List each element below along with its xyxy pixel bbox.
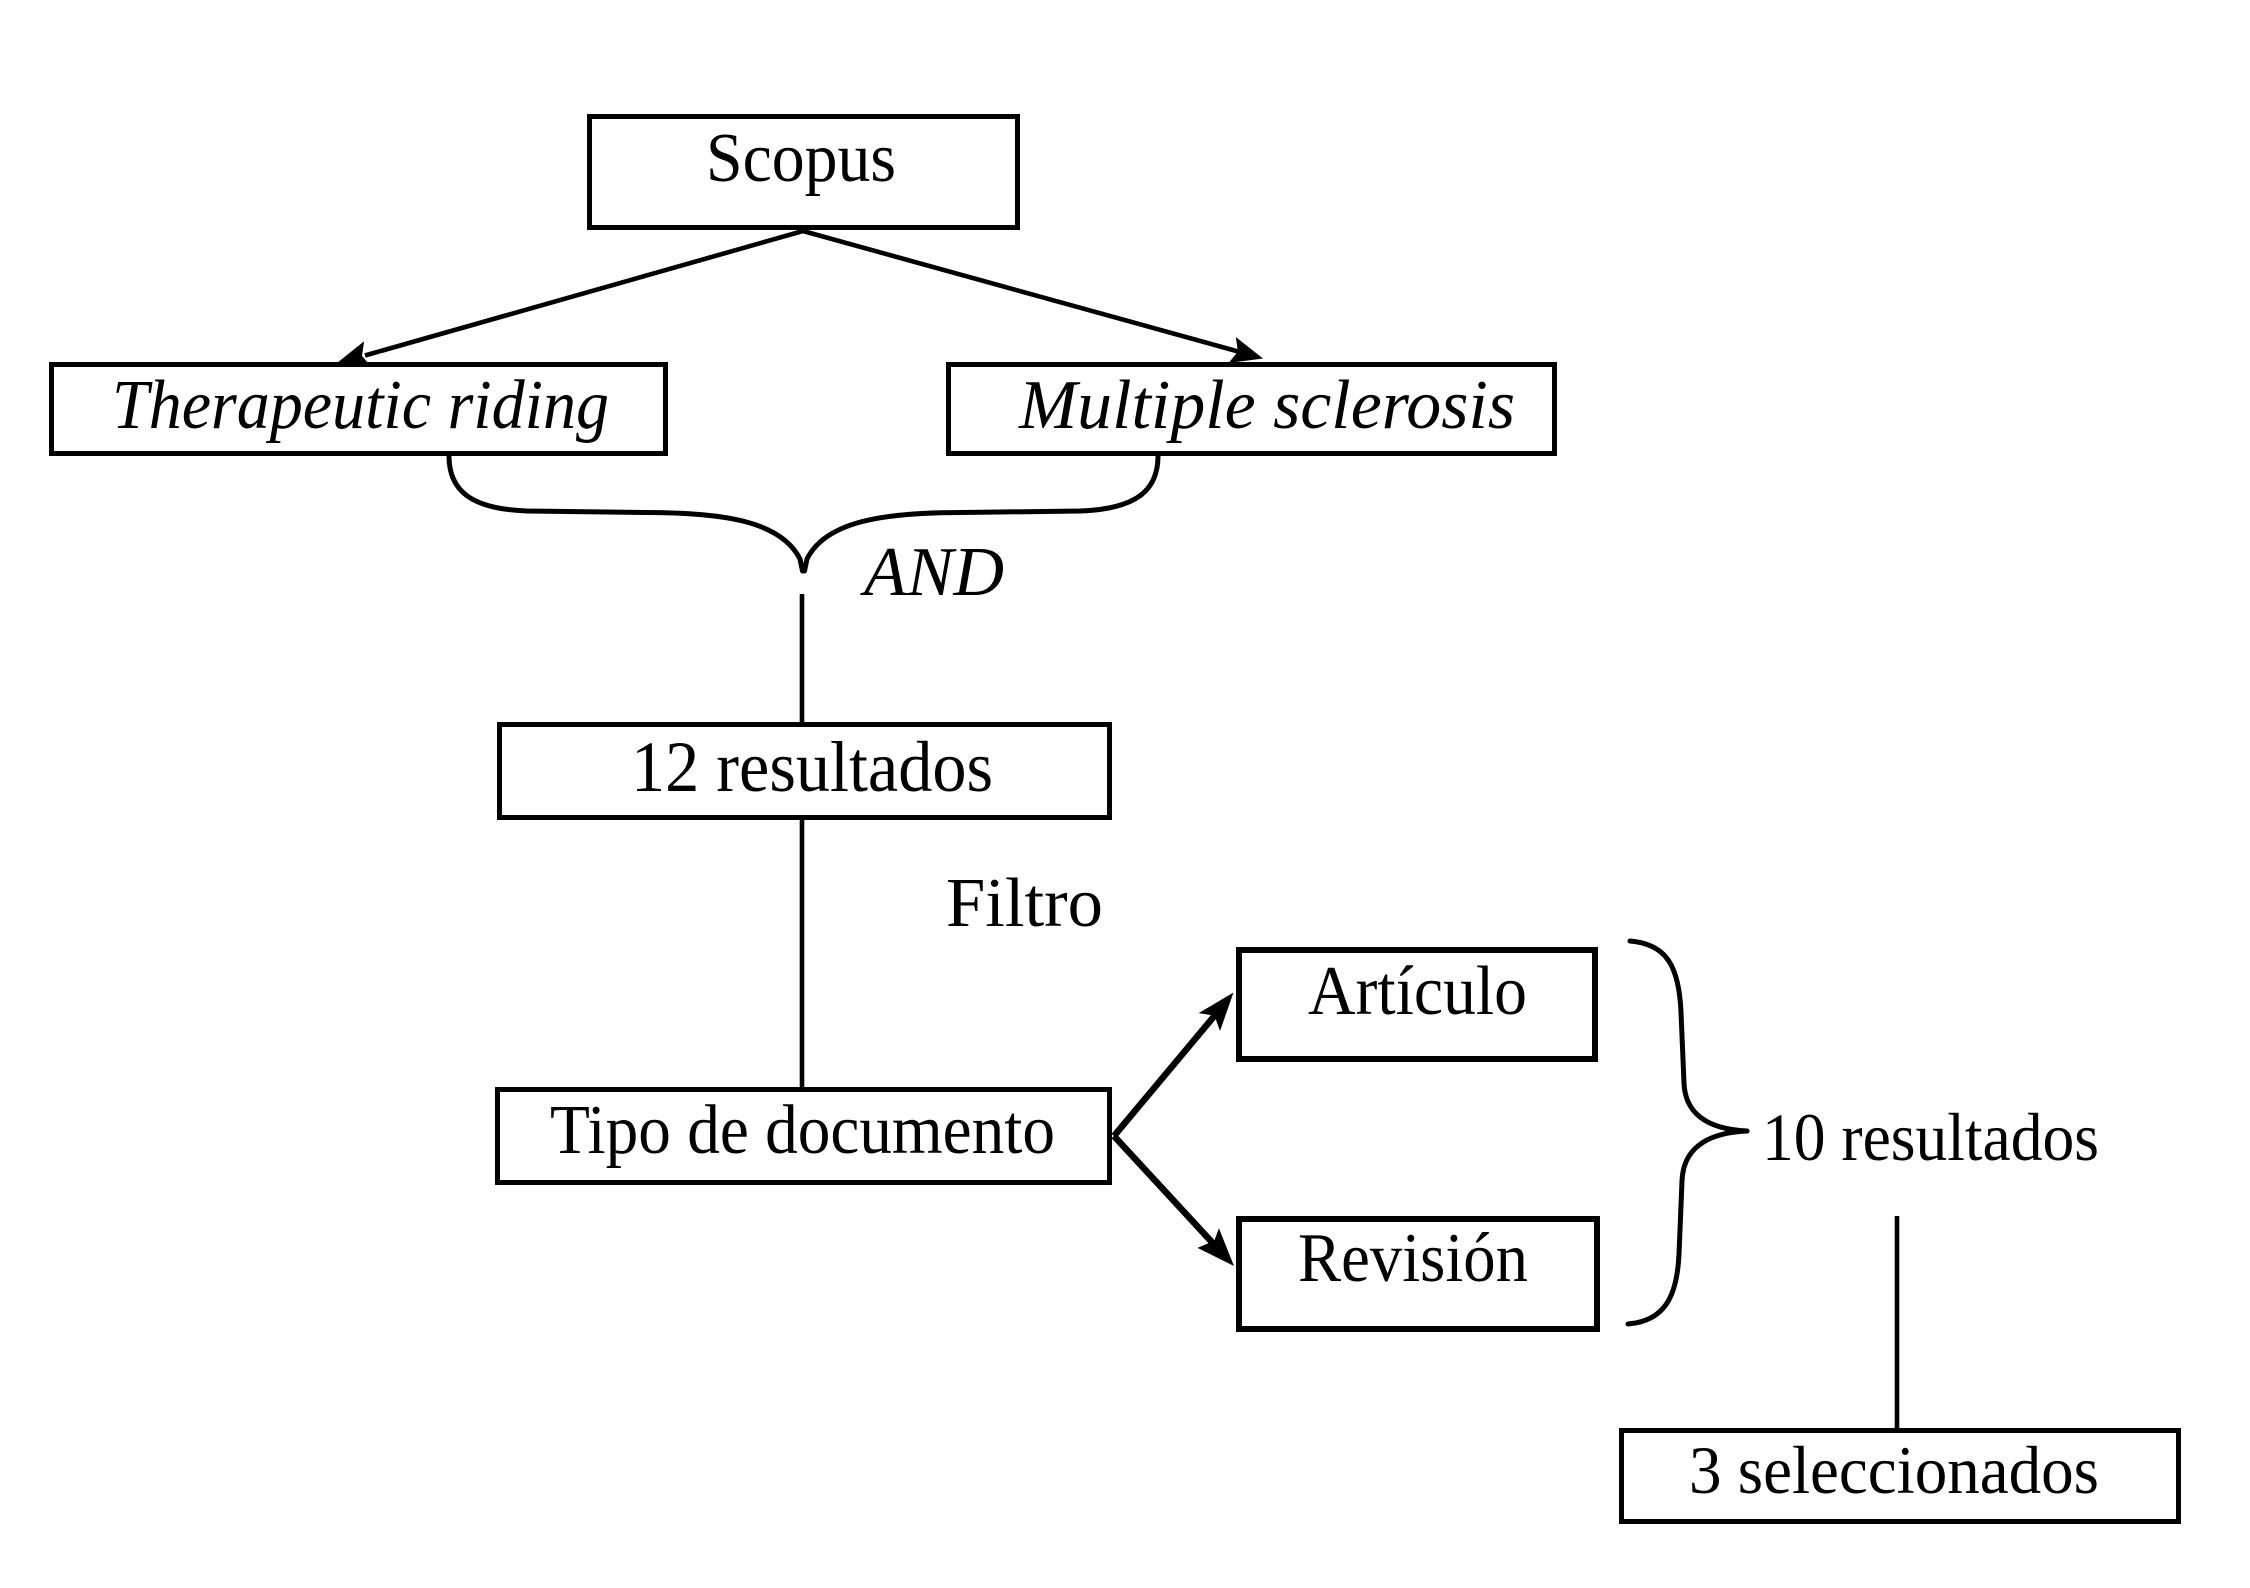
svg-text:Therapeutic riding: Therapeutic riding <box>112 367 609 444</box>
svg-text:Revisión: Revisión <box>1298 1220 1528 1297</box>
svg-text:Filtro: Filtro <box>946 865 1103 942</box>
svg-text:AND: AND <box>860 534 1004 611</box>
svg-text:3 seleccionados: 3 seleccionados <box>1689 1432 2099 1508</box>
svg-text:Artículo: Artículo <box>1308 953 1527 1030</box>
svg-text:Scopus: Scopus <box>706 120 896 197</box>
svg-text:Tipo de documento: Tipo de documento <box>550 1092 1055 1169</box>
svg-text:10 resultados: 10 resultados <box>1762 1099 2099 1175</box>
svg-text:Multiple sclerosis: Multiple sclerosis <box>1018 367 1515 444</box>
svg-text:12 resultados: 12 resultados <box>631 727 993 807</box>
